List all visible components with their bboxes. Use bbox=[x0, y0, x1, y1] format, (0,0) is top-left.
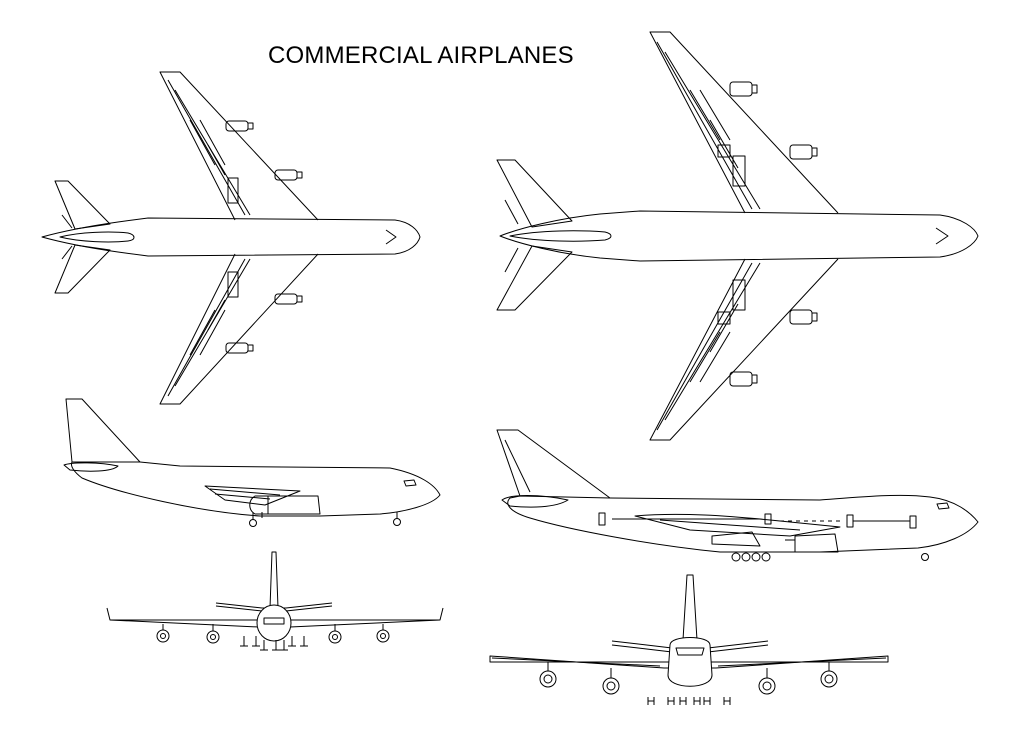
airplane-top-view-small bbox=[41, 71, 421, 405]
drawing-title: COMMERCIAL AIRPLANES bbox=[268, 42, 574, 69]
airplane-side-view-small bbox=[63, 398, 441, 527]
airplane-top-view-large bbox=[496, 31, 979, 441]
airplane-front-view-large bbox=[489, 574, 889, 705]
airplane-front-view-small bbox=[106, 551, 444, 651]
airplane-side-view-large bbox=[496, 429, 979, 562]
